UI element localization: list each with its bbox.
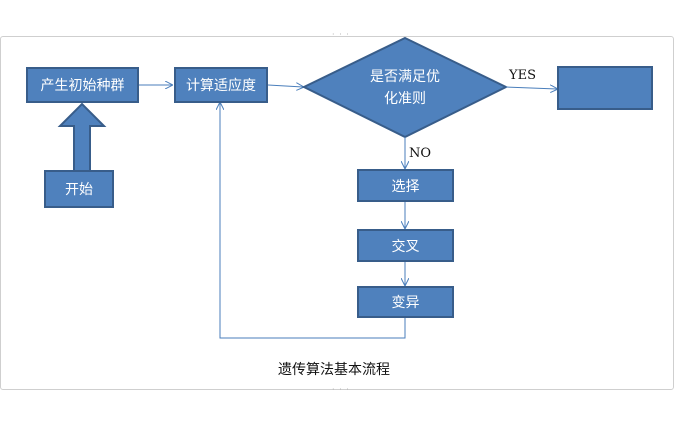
edge-fitness-decision — [267, 85, 303, 87]
node-crossover: 交叉 — [357, 229, 454, 262]
edge-yes — [505, 87, 557, 89]
decision-label-line-1: 是否满足优 — [370, 69, 440, 85]
decision-label: 是否满足优 化准则 — [345, 66, 465, 110]
edge-loop-back — [220, 103, 406, 339]
node-select: 选择 — [357, 169, 454, 202]
node-mutation: 变异 — [357, 286, 454, 318]
edge-label-yes: YES — [509, 68, 536, 83]
resize-handle-top[interactable]: · · · — [332, 30, 350, 39]
node-result — [557, 66, 653, 110]
node-start: 开始 — [44, 170, 114, 208]
figure-caption: 遗传算法基本流程 — [278, 362, 390, 378]
resize-handle-bottom[interactable]: · · · — [332, 385, 350, 394]
edge-label-no: NO — [409, 146, 432, 161]
node-init-population: 产生初始种群 — [26, 67, 139, 103]
node-fitness: 计算适应度 — [174, 67, 268, 103]
start-arrow-shape — [57, 102, 107, 173]
decision-label-line-2: 化准则 — [384, 91, 426, 107]
